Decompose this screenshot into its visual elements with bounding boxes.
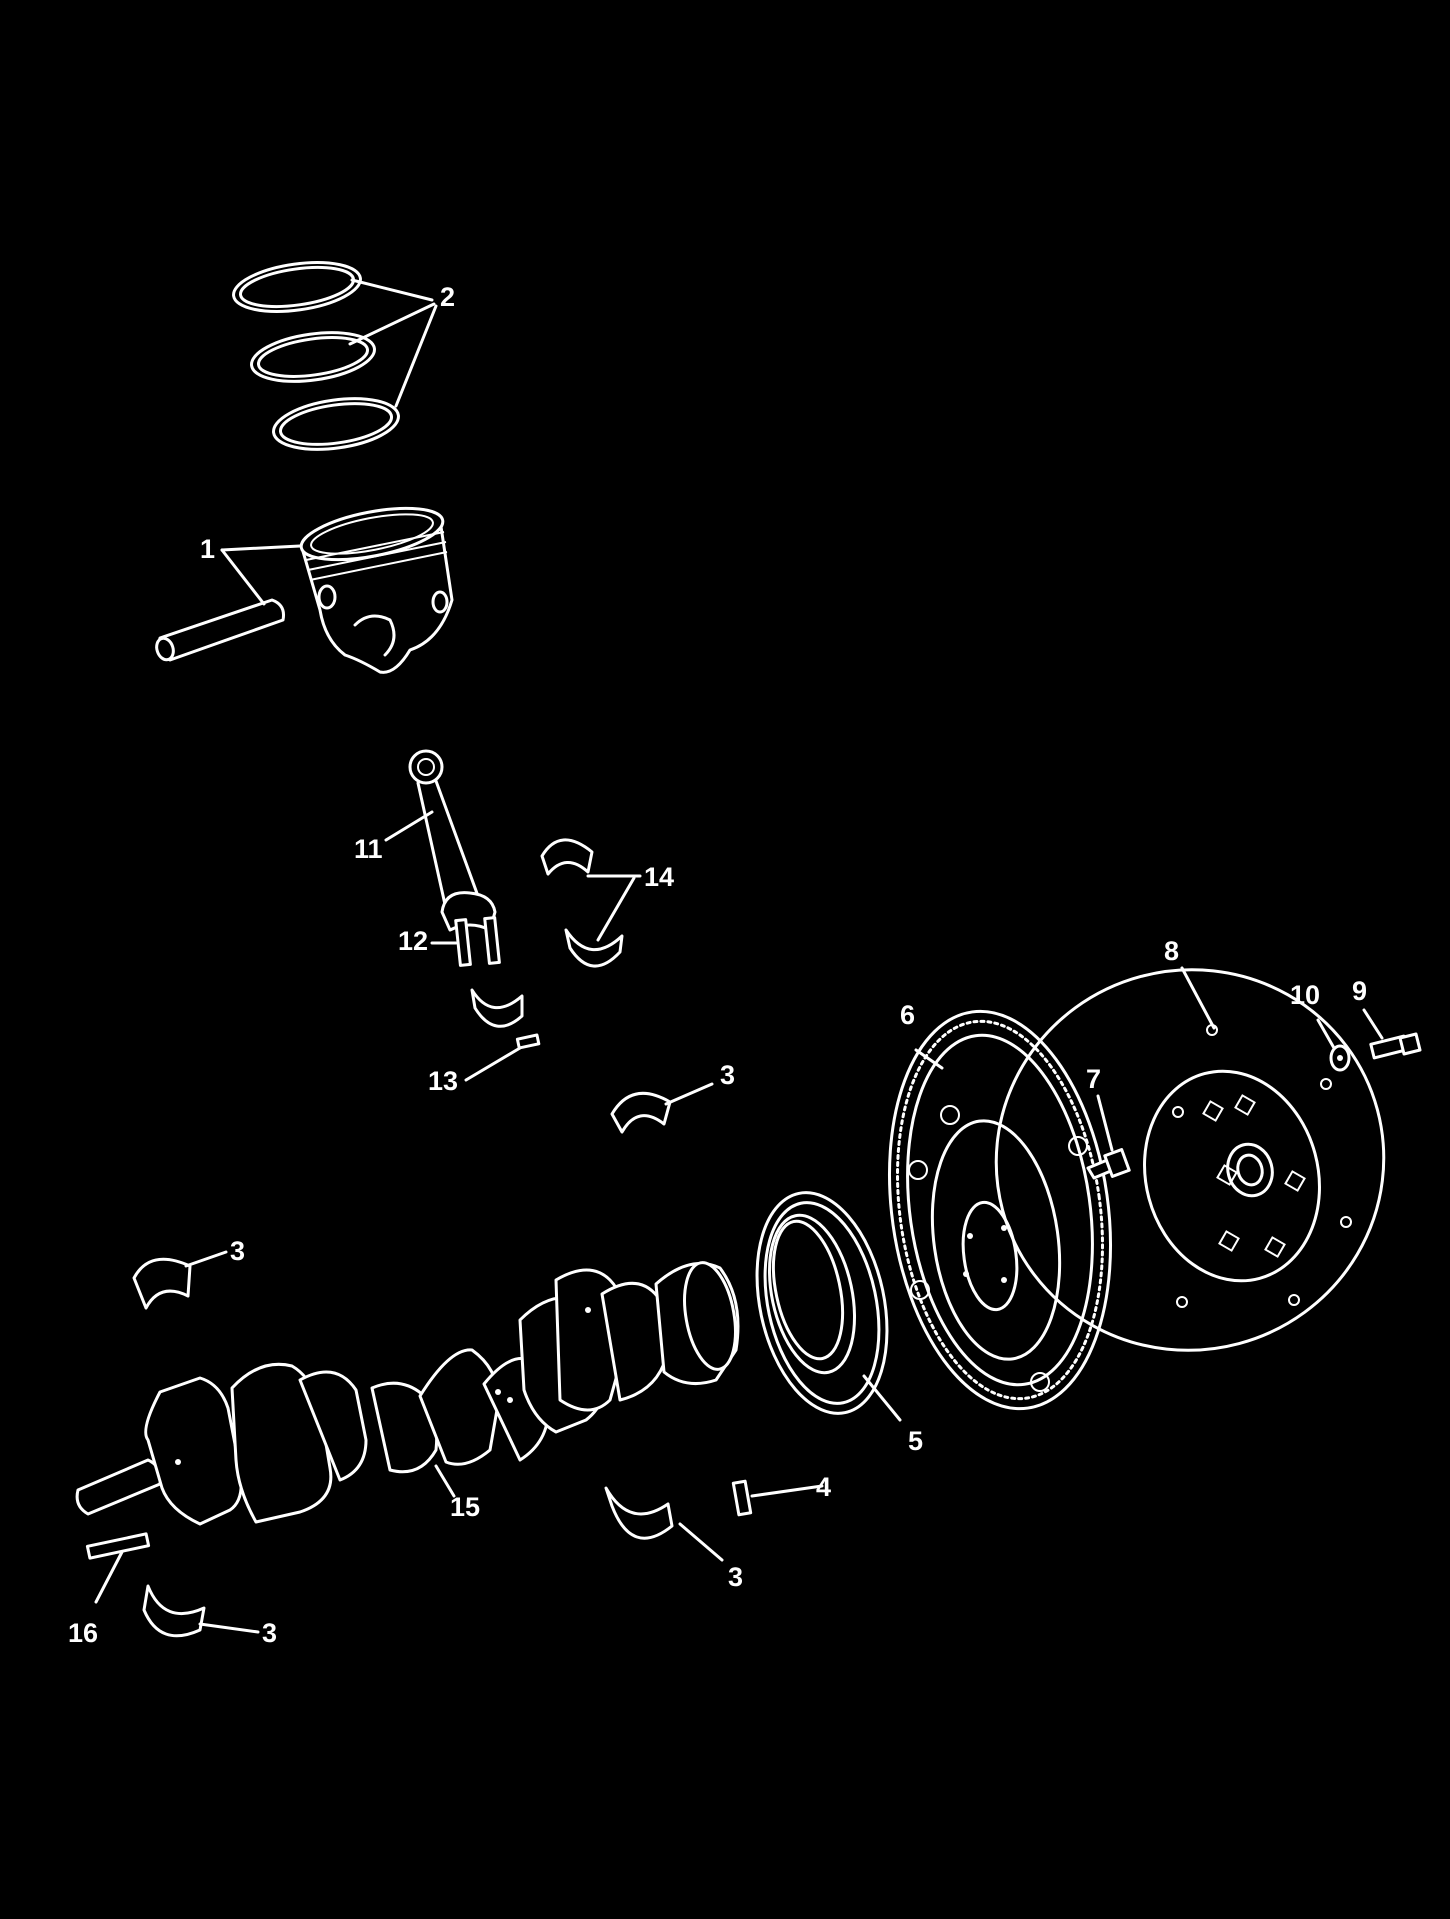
callout-7: 7 [1086, 1064, 1101, 1094]
flexplate [887, 1009, 1113, 1411]
callout-3-lower-left: 3 [262, 1618, 277, 1648]
callout-4: 4 [816, 1472, 831, 1502]
rear-main-seal [755, 1191, 889, 1415]
callout-1: 1 [200, 534, 215, 564]
callout-3-left: 3 [230, 1236, 245, 1266]
callout-11: 11 [354, 834, 383, 864]
dowel-pin [515, 1033, 541, 1050]
callout-10: 10 [1290, 980, 1320, 1010]
callout-2: 2 [440, 282, 455, 312]
callout-12: 12 [398, 926, 428, 956]
callout-6: 6 [900, 1000, 915, 1030]
callout-14: 14 [644, 862, 674, 892]
dowel-pin-4 [731, 1479, 753, 1517]
main-bearings [132, 1092, 674, 1638]
callout-3-upper: 3 [720, 1060, 735, 1090]
dowel-pin-16 [85, 1532, 151, 1560]
callout-8: 8 [1164, 936, 1179, 966]
callout-13: 13 [428, 1066, 458, 1096]
torque-converter-plate [994, 968, 1386, 1352]
callout-15: 15 [450, 1492, 480, 1522]
washer-and-bolt [1329, 1032, 1422, 1072]
crankshaft [75, 1261, 740, 1526]
callouts: 1 2 3 3 3 3 4 5 6 7 8 9 10 11 12 13 14 1… [68, 282, 1367, 1648]
rod-bearings [470, 838, 624, 1028]
piston-assembly [155, 506, 454, 674]
connecting-rod [408, 749, 501, 967]
piston-rings [232, 261, 400, 451]
callout-16: 16 [68, 1618, 98, 1648]
flexplate-bolt [1086, 1148, 1131, 1180]
leader-lines [94, 278, 1384, 1634]
callout-5: 5 [908, 1426, 923, 1456]
callout-3-lower-right: 3 [728, 1562, 743, 1592]
callout-9: 9 [1352, 976, 1367, 1006]
